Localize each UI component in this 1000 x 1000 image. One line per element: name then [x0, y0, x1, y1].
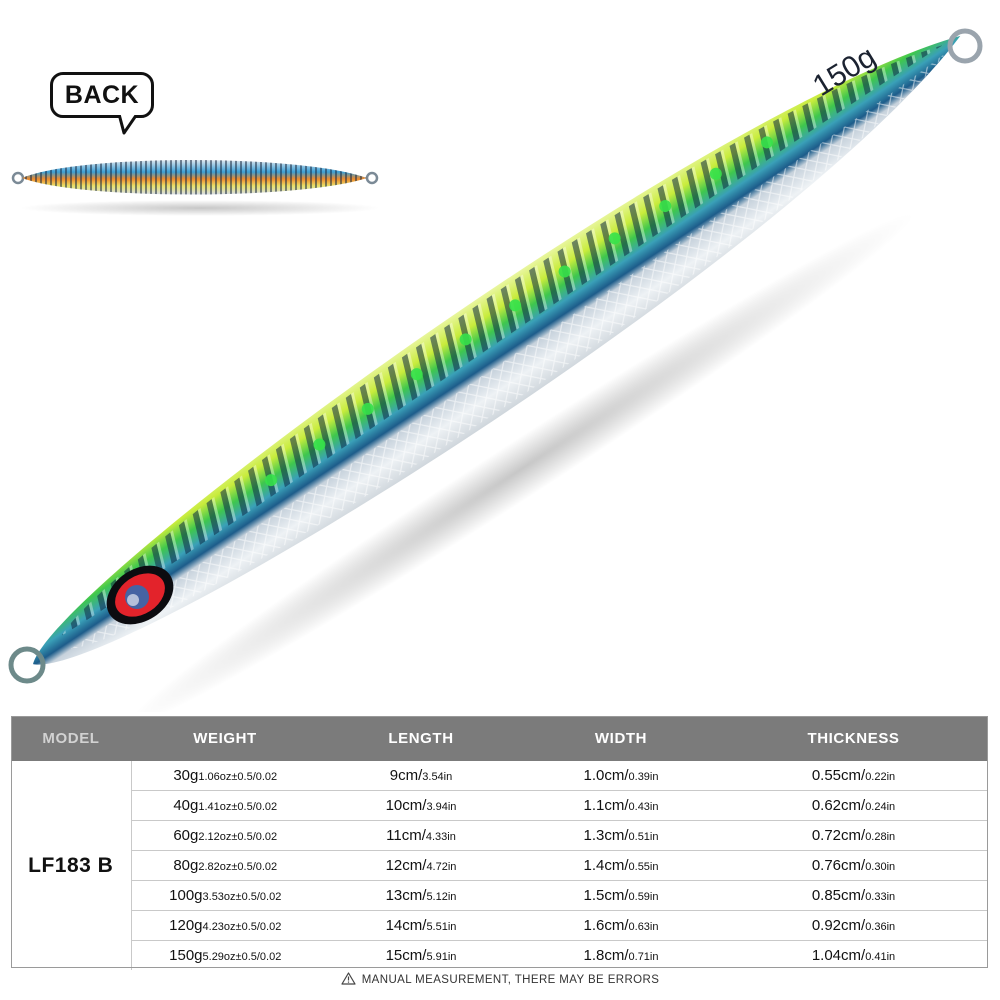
thickness-cell: 1.04cm/0.41in — [811, 947, 896, 964]
thickness-cell: 0.76cm/0.30in — [719, 850, 988, 881]
width-cell: 1.6cm/0.63in — [523, 910, 719, 941]
footer-note: MANUAL MEASUREMENT, THERE MAY BE ERRORS — [0, 972, 1000, 986]
table-row: 150g5.29oz±0.5/0.02 15cm/5.91in 1.8cm/0.… — [11, 941, 988, 971]
head-ring — [8, 646, 46, 684]
warning-icon — [341, 972, 356, 985]
tail-ring — [947, 28, 983, 64]
weight-cell: 60g2.12oz±0.5/0.02 — [131, 820, 319, 851]
width-cell: 1.1cm/0.43in — [523, 790, 719, 821]
length-cell: 14cm/5.51in — [319, 910, 523, 941]
weight-cell: 80g2.82oz±0.5/0.02 — [131, 850, 319, 881]
length-cell: 10cm/3.94in — [319, 790, 523, 821]
width-cell: 1.4cm/0.55in — [523, 850, 719, 881]
weight-cell: 100g3.53oz±0.5/0.02 — [131, 880, 319, 911]
weight-cell: 30g1.06oz±0.5/0.02 — [131, 761, 319, 791]
spec-table: MODEL WEIGHT LENGTH WIDTH THICKNESS LF18… — [11, 716, 988, 970]
width-cell: 1.3cm/0.51in — [523, 820, 719, 851]
header-weight: WEIGHT — [131, 716, 319, 761]
weight-cell: 40g1.41oz±0.5/0.02 — [131, 790, 319, 821]
width-cell: 1.5cm/0.59in — [523, 880, 719, 911]
thickness-cell: 0.72cm/0.28in — [719, 820, 988, 851]
thickness-cell: 0.85cm/0.33in — [719, 880, 988, 911]
length-cell: 11cm/4.33in — [319, 820, 523, 851]
thickness-cell: 0.62cm/0.24in — [719, 790, 988, 821]
weight-cell: 120g4.23oz±0.5/0.02 — [131, 910, 319, 941]
table-row: 40g1.41oz±0.5/0.02 10cm/3.94in 1.1cm/0.4… — [11, 790, 988, 821]
length-cell: 12cm/4.72in — [319, 850, 523, 881]
thickness-cell: 0.55cm/0.22in — [719, 761, 988, 791]
table-row: 100g3.53oz±0.5/0.02 13cm/5.12in 1.5cm/0.… — [11, 880, 988, 911]
header-model: MODEL — [11, 716, 131, 761]
weight-cell: 150g5.29oz±0.5/0.02 — [169, 947, 282, 964]
width-cell: 1.0cm/0.39in — [523, 761, 719, 791]
lure-eye — [106, 565, 174, 625]
spec-table-body: LF183 B 30g1.06oz±0.5/0.02 9cm/3.54in 1.… — [11, 761, 988, 970]
length-cell: 13cm/5.12in — [319, 880, 523, 911]
footer-note-text: MANUAL MEASUREMENT, THERE MAY BE ERRORS — [361, 974, 660, 986]
length-cell: 9cm/3.54in — [319, 761, 523, 791]
main-lure: 150g — [8, 28, 983, 712]
table-row: LF183 B 30g1.06oz±0.5/0.02 9cm/3.54in 1.… — [11, 761, 988, 970]
product-photo: 150g — [8, 28, 983, 712]
table-row: 120g4.23oz±0.5/0.02 14cm/5.51in 1.6cm/0.… — [11, 910, 988, 941]
header-width: WIDTH — [523, 716, 719, 761]
length-cell: 15cm/5.91in — [385, 947, 457, 964]
table-header-row: MODEL WEIGHT LENGTH WIDTH THICKNESS — [11, 716, 988, 761]
back-view-lure — [11, 160, 380, 216]
table-row: 80g2.82oz±0.5/0.02 12cm/4.72in 1.4cm/0.5… — [11, 850, 988, 881]
header-thickness: THICKNESS — [719, 716, 988, 761]
width-cell: 1.8cm/0.71in — [583, 947, 659, 964]
thickness-cell: 0.92cm/0.36in — [719, 910, 988, 941]
header-length: LENGTH — [319, 716, 523, 761]
model-cell: LF183 B — [11, 761, 132, 970]
badge-tail — [115, 109, 141, 135]
table-row: 60g2.12oz±0.5/0.02 11cm/4.33in 1.3cm/0.5… — [11, 820, 988, 851]
back-view-badge: BACK — [50, 72, 154, 118]
